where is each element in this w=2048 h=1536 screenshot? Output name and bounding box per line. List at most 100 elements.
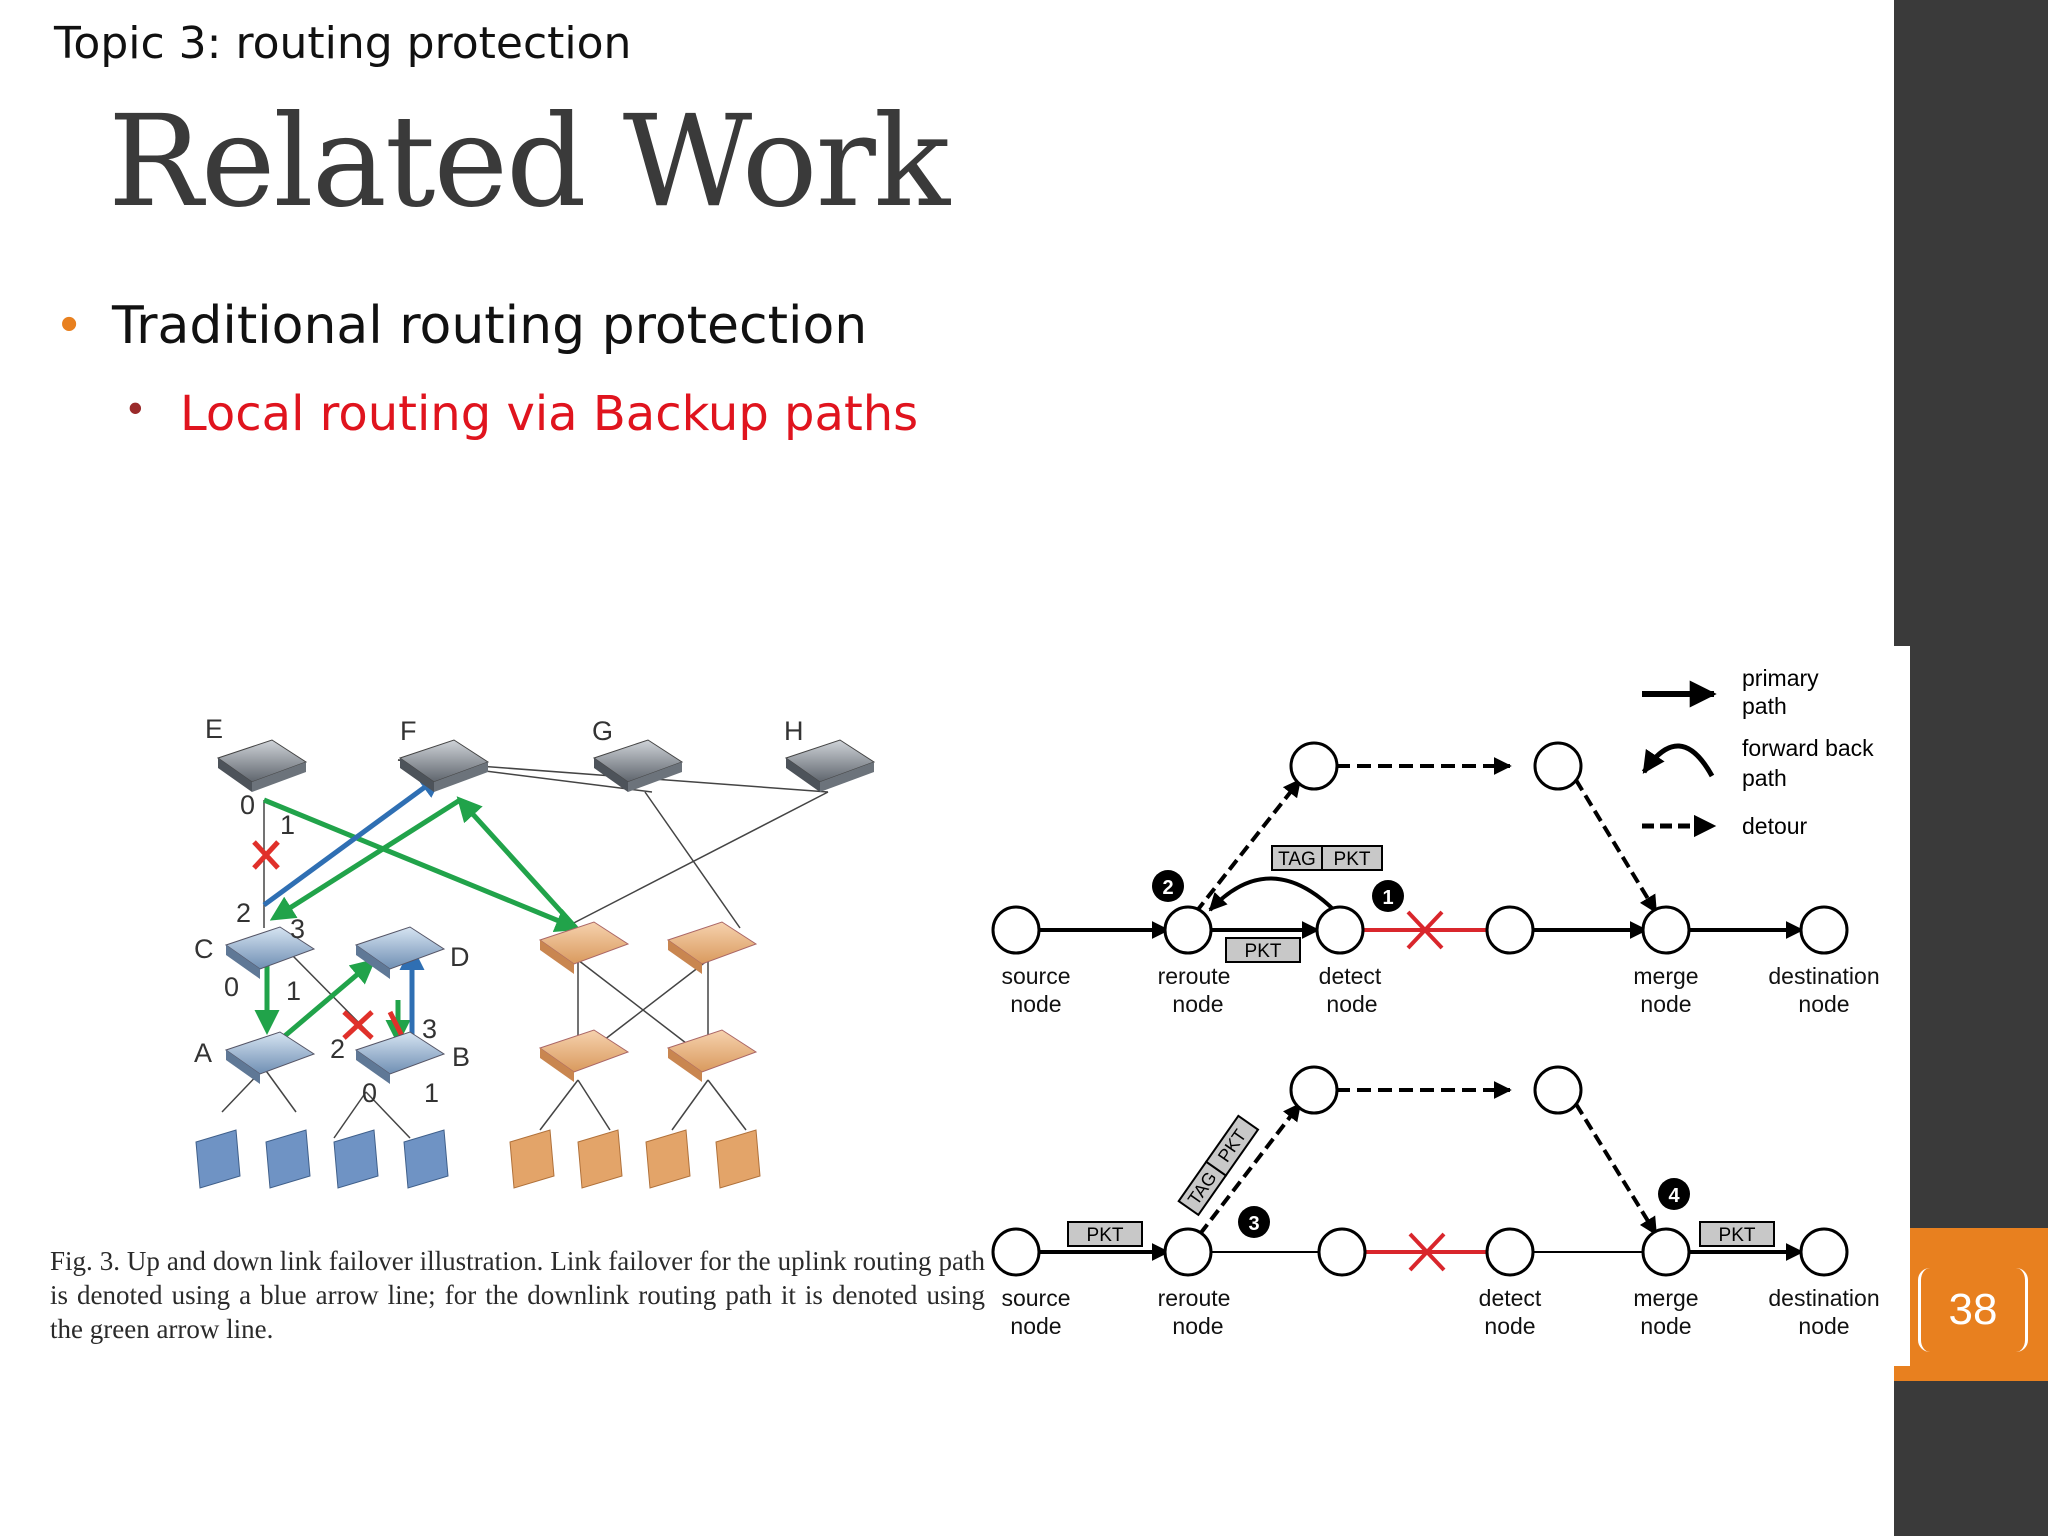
switch-label-a: A [194,1038,212,1068]
top-label-reroute-1: reroute [1158,963,1231,989]
top-label-reroute-2: node [1172,991,1223,1017]
top-node-source [991,905,1041,955]
slide-title: Related Work [108,88,950,235]
legend: primary path forward back path detour [1641,665,1874,839]
port-b2: 2 [330,1034,345,1064]
bottom-pkt-out-label: PKT [1719,1225,1756,1246]
top-packet: PKT [1225,937,1301,963]
step-marker-3: 3 [1238,1206,1270,1238]
sub-bullet-dot: • [128,384,143,431]
top-node-merge [1641,905,1691,955]
legend-forward-back-line2: path [1742,765,1787,791]
topic-label: Topic 3: routing protection [54,18,632,69]
step-marker-1: 1 [1372,880,1404,912]
core-switches [216,739,876,792]
top-label-merge-2: node [1640,991,1691,1017]
bottom-label-detect-1: detect [1479,1285,1542,1311]
port-b3: 3 [422,1014,437,1044]
bottom-label-merge-1: merge [1633,1285,1698,1311]
port-b1: 1 [424,1078,439,1108]
step-marker-4: 4 [1658,1178,1690,1210]
top-label-source-2: node [1010,991,1061,1017]
legend-primary-line1: primary [1742,665,1819,691]
bottom-node-before-failure [1317,1227,1367,1277]
bottom-label-source-1: source [1001,1285,1070,1311]
switch-label-e: E [205,714,223,744]
top-label-source-1: source [1001,963,1070,989]
reroute-diagram: primary path forward back path detour [990,646,1910,1366]
top-label-detect-1: detect [1319,963,1382,989]
switch-label-f: F [400,716,417,746]
bottom-failure-cross-icon [1408,1232,1446,1272]
switch-label-h: H [784,716,804,746]
port-e1: 1 [280,810,295,840]
legend-forward-back-arrow [1641,743,1715,778]
hosts-blue [195,1129,449,1189]
top-forward-back-edge [1208,876,1338,914]
top-label-merge-1: merge [1633,963,1698,989]
switch-label-d: D [450,942,470,972]
bottom-label-source-2: node [1010,1313,1061,1339]
fig3-topology: E F G H C D A B 0 1 2 3 0 1 2 3 0 1 [194,714,876,1189]
top-node-detect [1315,905,1365,955]
port-b0: 0 [362,1078,377,1108]
bottom-node-merge [1641,1227,1691,1277]
hosts-orange [509,1129,761,1189]
bottom-node-detect [1485,1227,1535,1277]
top-tag-pkt-label: PKT [1334,849,1371,870]
top-detour-edge-3 [1574,778,1658,914]
bottom-node-source [991,1227,1041,1277]
step-3-label: 3 [1248,1213,1259,1235]
bottom-packet-out: PKT [1699,1221,1775,1247]
bottom-label-destination-1: destination [1768,1285,1879,1311]
port-c2: 2 [236,898,251,928]
failover-arrows [254,773,581,1045]
top-label-detect-2: node [1326,991,1377,1017]
top-failure-cross-icon [1406,910,1444,950]
legend-forward-back-line1: forward back [1742,735,1874,761]
top-pkt-label: PKT [1245,941,1282,962]
bottom-detour-edge-1 [1198,1102,1302,1236]
bottom-label-destination-2: node [1798,1313,1849,1339]
step-marker-2: 2 [1152,870,1184,902]
top-tagged-packet: TAG PKT [1271,845,1383,871]
bottom-label-reroute-2: node [1172,1313,1223,1339]
pod-switches-blue [224,926,446,1084]
switch-label-c: C [194,934,214,964]
top-node-after-failure [1485,905,1535,955]
bottom-packet-in: PKT [1067,1221,1143,1247]
bullet-dot: • [60,295,79,353]
step-4-label: 4 [1668,1185,1680,1207]
port-c3: 3 [290,914,305,944]
bottom-label-reroute-1: reroute [1158,1285,1231,1311]
top-node-destination [1799,905,1849,955]
link-failure-marks [252,840,407,1042]
top-node-reroute [1163,905,1213,955]
page-number: 38 [1918,1268,2028,1352]
legend-detour: detour [1742,813,1808,839]
bottom-detour-edge-3 [1574,1102,1658,1236]
top-tag-label: TAG [1278,849,1316,870]
bullet-traditional: Traditional routing protection [112,296,868,356]
legend-primary-line2: path [1742,693,1787,719]
step-1-label: 1 [1382,887,1393,909]
port-e0: 0 [240,790,255,820]
top-detour-edge-1 [1194,778,1302,914]
switch-label-g: G [592,716,613,746]
pod-switches-orange [538,921,758,1082]
switch-label-b: B [452,1042,470,1072]
top-node-detour-2 [1533,741,1583,791]
bottom-pkt-in-label: PKT [1087,1225,1124,1246]
bottom-label-detect-2: node [1484,1313,1535,1339]
sub-bullet-local: Local routing via Backup paths [180,386,919,442]
step-2-label: 2 [1162,877,1173,899]
port-c0: 0 [224,972,239,1002]
bottom-node-detour-2 [1533,1065,1583,1115]
top-label-destination-2: node [1798,991,1849,1017]
bottom-node-detour-1 [1289,1065,1339,1115]
bottom-node-reroute [1163,1227,1213,1277]
bottom-label-merge-2: node [1640,1313,1691,1339]
top-node-detour-1 [1289,741,1339,791]
bottom-node-destination [1799,1227,1849,1277]
port-c1: 1 [286,976,301,1006]
